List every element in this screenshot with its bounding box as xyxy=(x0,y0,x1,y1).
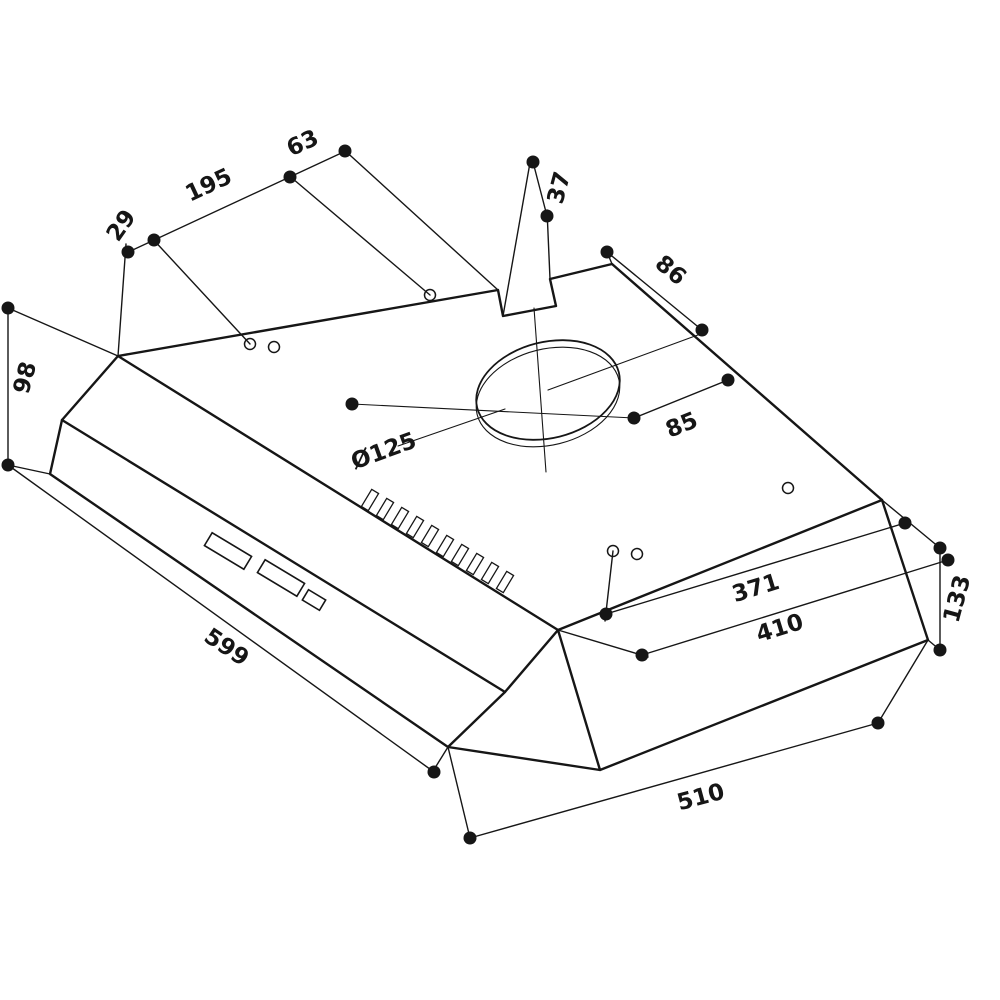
dimension-line-29-195-63 xyxy=(123,148,351,255)
vent-slot xyxy=(390,506,410,530)
dimension-lines xyxy=(7,146,949,839)
vent-grille xyxy=(360,488,515,594)
extension-line xyxy=(547,331,707,391)
dim-label-133: 133 xyxy=(939,572,977,625)
extension-line xyxy=(7,307,119,357)
dimension-endpoint-dot xyxy=(599,607,613,621)
dim-label-86: 86 xyxy=(650,250,691,290)
dim-label-29: 29 xyxy=(102,205,142,246)
dimension-endpoint-dot xyxy=(283,170,297,184)
right-end-face xyxy=(446,498,930,772)
vent-slot xyxy=(420,524,440,548)
dimension-line-371 xyxy=(605,522,906,615)
dimension-endpoint-dot xyxy=(540,209,554,223)
dimension-line-37 xyxy=(532,161,548,217)
dimension-endpoint-dot xyxy=(1,301,15,315)
dimension-endpoint-dot xyxy=(695,323,709,337)
dimension-endpoint-dot xyxy=(627,411,641,425)
dim-label-510: 510 xyxy=(674,779,727,817)
mounting-hole xyxy=(630,547,644,561)
exhaust-center-line-vertical xyxy=(533,307,547,473)
extension-line xyxy=(285,172,431,296)
dimension-line-85 xyxy=(633,379,729,419)
vent-slot xyxy=(435,534,455,558)
dim-label-125: Ø125 xyxy=(348,428,420,476)
dimension-line-86 xyxy=(606,251,703,331)
extension-line xyxy=(117,243,127,357)
dimension-endpoint-dot xyxy=(635,648,649,662)
vent-slot xyxy=(375,497,395,521)
dim-label-195: 195 xyxy=(182,164,237,208)
dimension-endpoint-dot xyxy=(721,373,735,387)
dim-label-63: 63 xyxy=(283,125,323,162)
dim-label-98: 98 xyxy=(9,359,42,397)
vent-slot xyxy=(450,543,470,567)
extension-line xyxy=(340,146,499,291)
mounting-hole xyxy=(781,481,795,495)
front-bevel xyxy=(60,354,560,694)
vent-slot xyxy=(405,515,425,539)
exhaust-hole-inner xyxy=(475,346,621,448)
dimension-endpoint-dot xyxy=(600,245,614,259)
dim-label-410: 410 xyxy=(753,609,807,648)
hood-body xyxy=(48,262,930,772)
dimension-line-410 xyxy=(641,559,949,656)
dim-label-85: 85 xyxy=(662,407,701,443)
exhaust-center-line-horizontal xyxy=(351,403,635,419)
dimension-endpoint-dot xyxy=(941,553,955,567)
extension-line xyxy=(149,235,251,345)
control-button xyxy=(256,558,306,598)
dimension-endpoint-dots xyxy=(1,144,955,845)
dim-label-599: 599 xyxy=(199,623,253,671)
vent-slot xyxy=(480,561,500,585)
control-panel xyxy=(203,531,327,612)
control-button xyxy=(301,588,327,612)
vent-slot xyxy=(495,570,515,594)
vent-slot xyxy=(465,552,485,576)
dimension-endpoint-dot xyxy=(1,458,15,472)
dimension-line-510 xyxy=(469,722,879,839)
dimension-labels: 29 195 63 37 86 98 85 Ø125 371 410 133 5… xyxy=(9,125,976,816)
extension-line xyxy=(7,464,51,475)
dimension-endpoint-dot xyxy=(338,144,352,158)
dimension-endpoint-dot xyxy=(898,516,912,530)
dim-label-37: 37 xyxy=(543,169,576,207)
mounting-hole xyxy=(267,340,281,354)
dimension-endpoint-dot xyxy=(463,831,477,845)
dim-label-371: 371 xyxy=(729,569,783,608)
dimension-endpoint-dot xyxy=(526,155,540,169)
dimension-line-599 xyxy=(7,464,435,773)
dimension-endpoint-dot xyxy=(933,643,947,657)
vent-slot xyxy=(360,488,380,512)
front-face xyxy=(48,418,507,749)
dimension-endpoint-dot xyxy=(427,765,441,779)
dimension-endpoint-dot xyxy=(121,245,135,259)
extension-line xyxy=(447,746,471,839)
extension-line xyxy=(557,629,649,658)
extension-line xyxy=(502,156,532,317)
leader-line-125 xyxy=(397,408,506,447)
extension-line xyxy=(877,639,929,724)
dimension-endpoint-dot xyxy=(147,233,161,247)
dimension-endpoint-dot xyxy=(871,716,885,730)
dimension-endpoint-dot xyxy=(345,397,359,411)
control-button xyxy=(203,531,253,571)
dimension-endpoint-dot xyxy=(933,541,947,555)
